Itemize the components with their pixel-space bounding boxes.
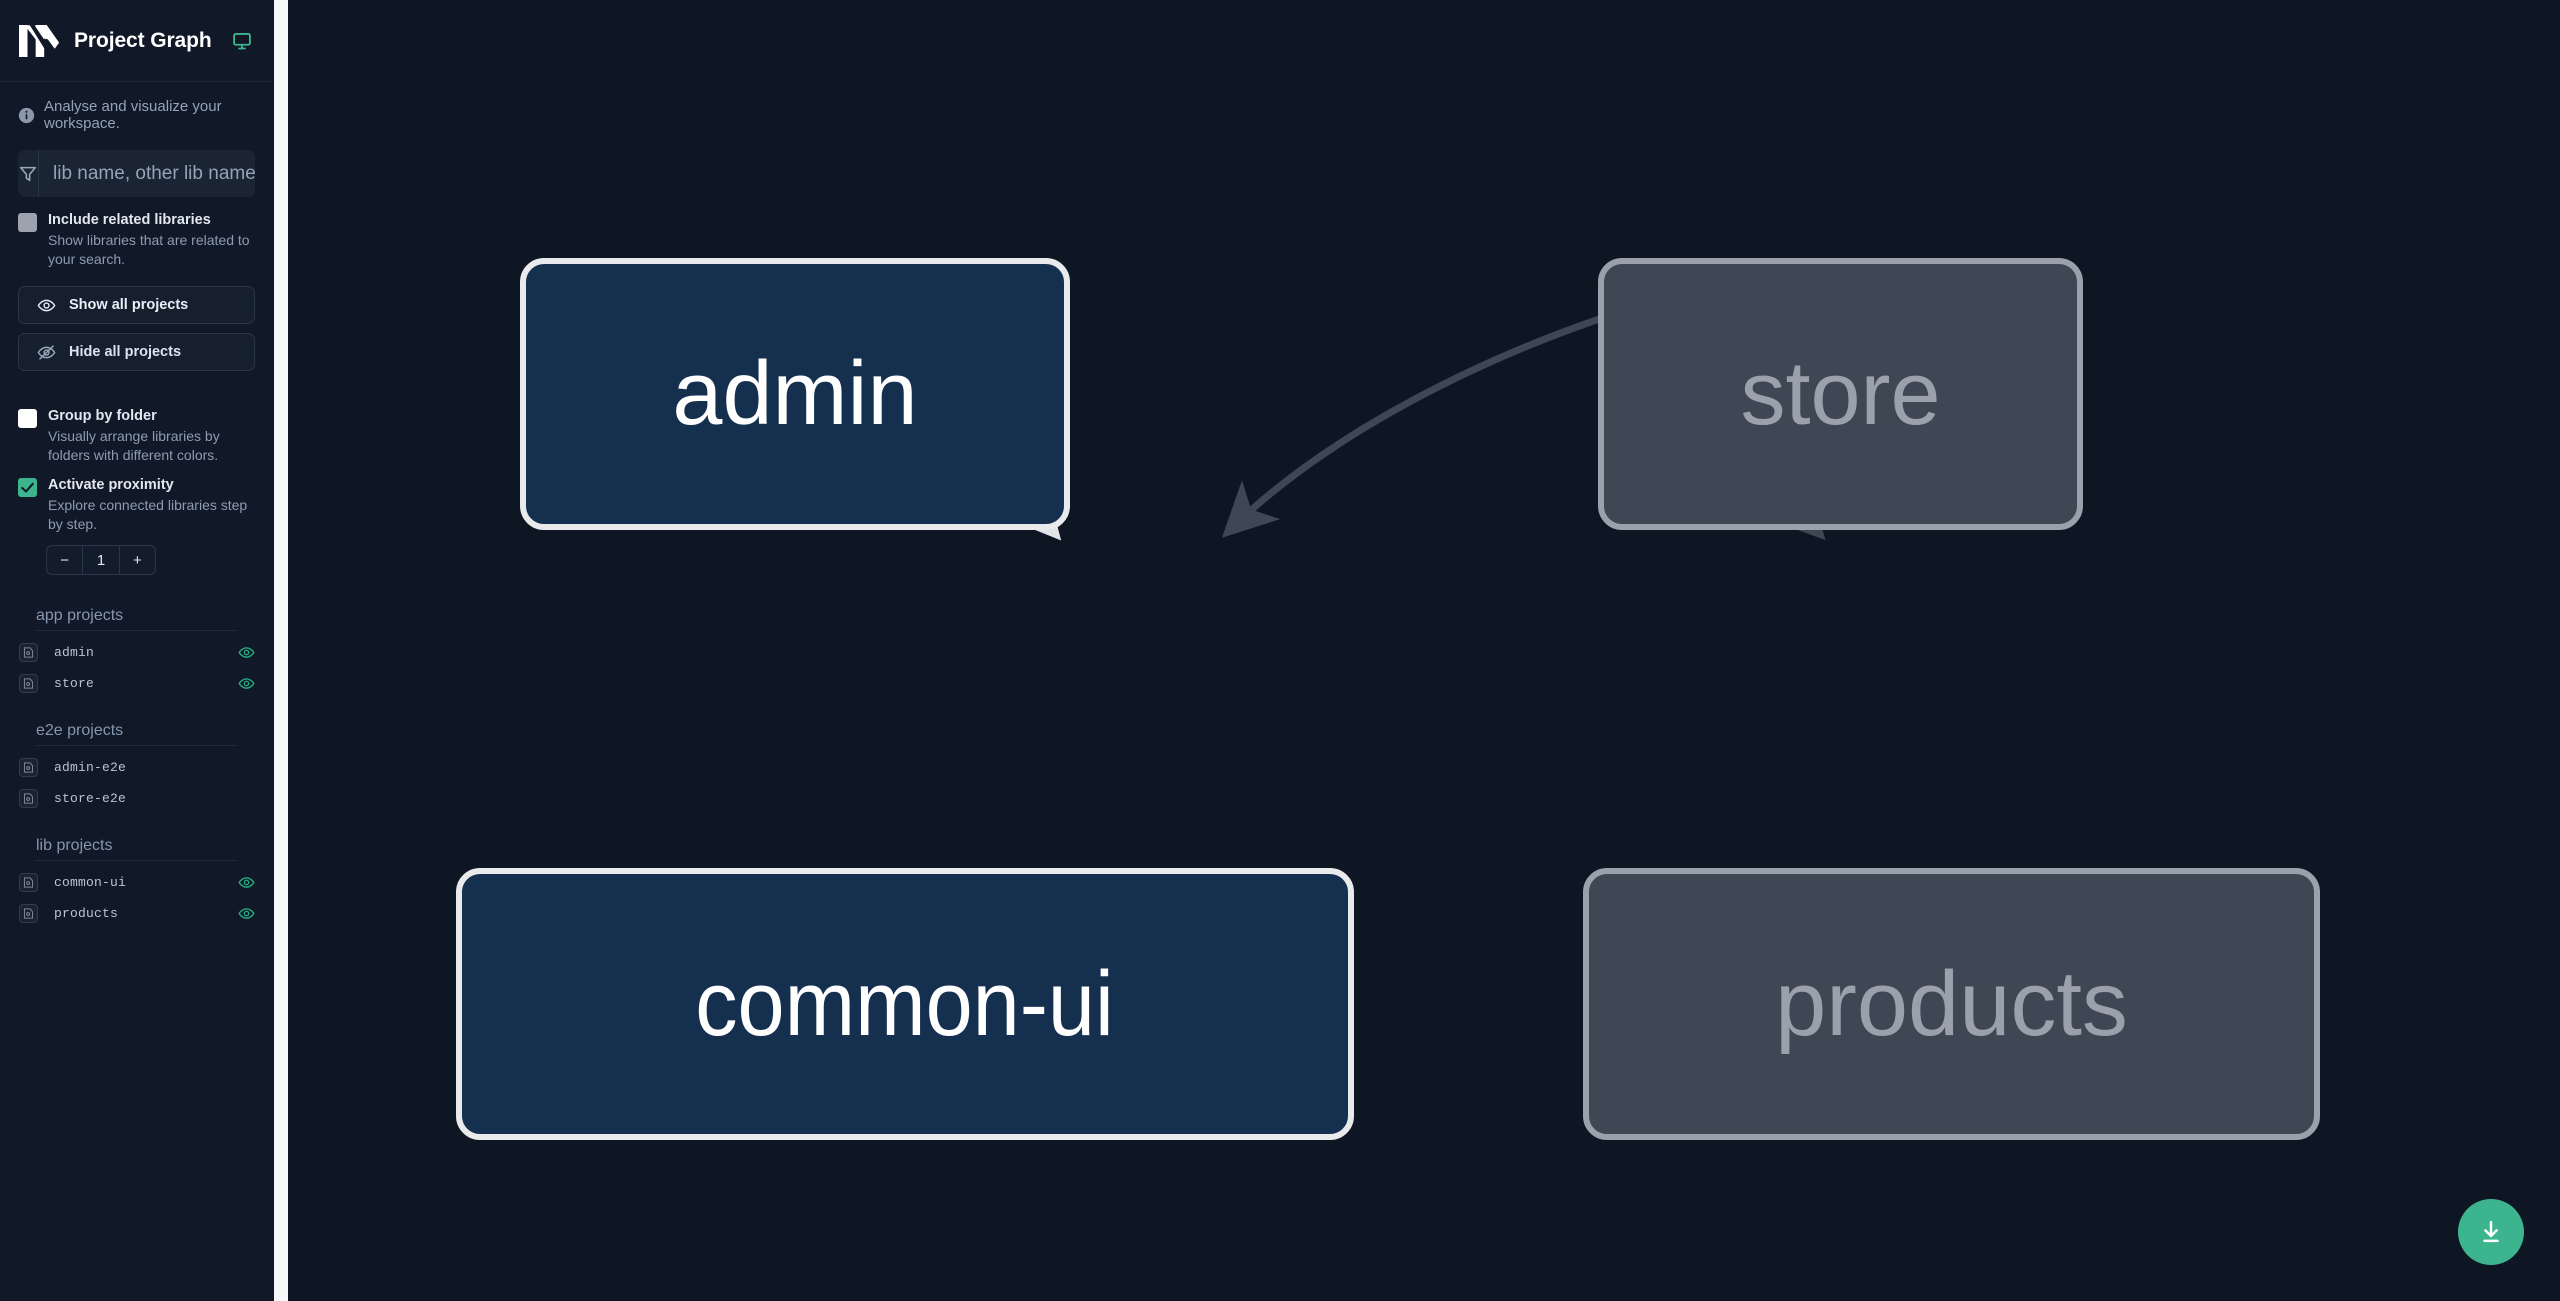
graph-node-label: admin [672,344,918,444]
graph-node-label: common-ui [695,953,1115,1055]
option-label: Group by folder [48,408,157,424]
eye-off-icon [37,343,56,362]
sidebar-subtitle-text: Analyse and visualize your workspace. [44,98,222,132]
sidebar-header: Project Graph [0,0,273,82]
monitor-icon[interactable] [226,31,252,51]
graph-node-label: products [1775,953,2128,1055]
group-title: app projects [36,607,237,631]
project-name: products [54,906,119,921]
project-name: store-e2e [54,791,127,806]
hide-all-projects-label: Hide all projects [69,344,182,360]
info-icon [18,107,35,124]
page-title: Project Graph [74,28,212,52]
project-row-store-e2e[interactable]: store-e2e [18,786,255,811]
project-visibility-eye-icon[interactable] [238,905,255,922]
project-visibility-eye-icon[interactable] [238,874,255,891]
option-description: Show libraries that are related to your … [48,232,250,267]
option-label: Include related libraries [48,212,211,228]
eye-icon [37,296,56,315]
project-row-admin[interactable]: admin [18,640,255,665]
project-row-products[interactable]: products [18,901,255,926]
graph-node-common-ui[interactable]: common-ui [456,868,1354,1140]
option-include-related-libraries[interactable]: Include related libraries Show libraries… [0,197,273,268]
option-activate-proximity[interactable]: Activate proximity Explore connected lib… [0,464,273,533]
graph-canvas[interactable]: admin store common-ui products [273,0,2560,1301]
proximity-value: 1 [82,546,118,574]
project-name: common-ui [54,875,127,890]
project-visibility-eye-icon[interactable] [238,675,255,692]
project-visibility-eye-icon[interactable] [238,644,255,661]
group-title: e2e projects [36,722,237,746]
show-all-projects-button[interactable]: Show all projects [18,286,255,324]
checkbox-activate-proximity[interactable] [18,478,37,497]
option-description: Explore connected libraries step by step… [48,497,248,532]
project-name: store [54,676,95,691]
project-group-lib: lib projects common-ui pr [0,837,273,926]
project-icon [19,643,38,662]
download-icon [2477,1218,2505,1246]
proximity-decrement-button[interactable]: − [60,551,70,569]
download-graph-button[interactable] [2458,1199,2524,1265]
project-icon [19,758,38,777]
sidebar: Project Graph Analyse and visualize your… [0,0,273,1301]
graph-node-admin[interactable]: admin [520,258,1070,530]
filter-funnel-icon [18,150,39,197]
show-all-projects-label: Show all projects [69,297,189,313]
project-group-e2e: e2e projects admin-e2e store-e2e [0,722,273,811]
sidebar-subtitle: Analyse and visualize your workspace. [0,82,273,146]
hide-all-projects-button[interactable]: Hide all projects [18,333,255,371]
graph-node-label: store [1740,344,1941,444]
option-label: Activate proximity [48,477,174,493]
project-name: admin-e2e [54,760,127,775]
checkbox-include-related-libraries[interactable] [18,213,37,232]
option-group-by-folder[interactable]: Group by folder Visually arrange librari… [0,393,273,464]
search-input[interactable] [39,150,255,197]
project-group-app: app projects admin store [0,607,273,696]
checkbox-group-by-folder[interactable] [18,409,37,428]
sidebar-scrollbar[interactable] [274,0,288,1301]
search-field[interactable] [18,150,255,197]
option-description: Visually arrange libraries by folders wi… [48,428,220,463]
graph-node-store[interactable]: store [1598,258,2083,530]
project-row-admin-e2e[interactable]: admin-e2e [18,755,255,780]
proximity-stepper[interactable]: − 1 + [46,545,156,575]
project-row-store[interactable]: store [18,671,255,696]
project-icon [19,789,38,808]
project-name: admin [54,645,95,660]
nx-logo-icon [18,24,60,58]
group-title: lib projects [36,837,237,861]
project-row-common-ui[interactable]: common-ui [18,870,255,895]
project-icon [19,904,38,923]
proximity-increment-button[interactable]: + [118,546,155,574]
project-icon [19,674,38,693]
project-icon [19,873,38,892]
graph-node-products[interactable]: products [1583,868,2320,1140]
